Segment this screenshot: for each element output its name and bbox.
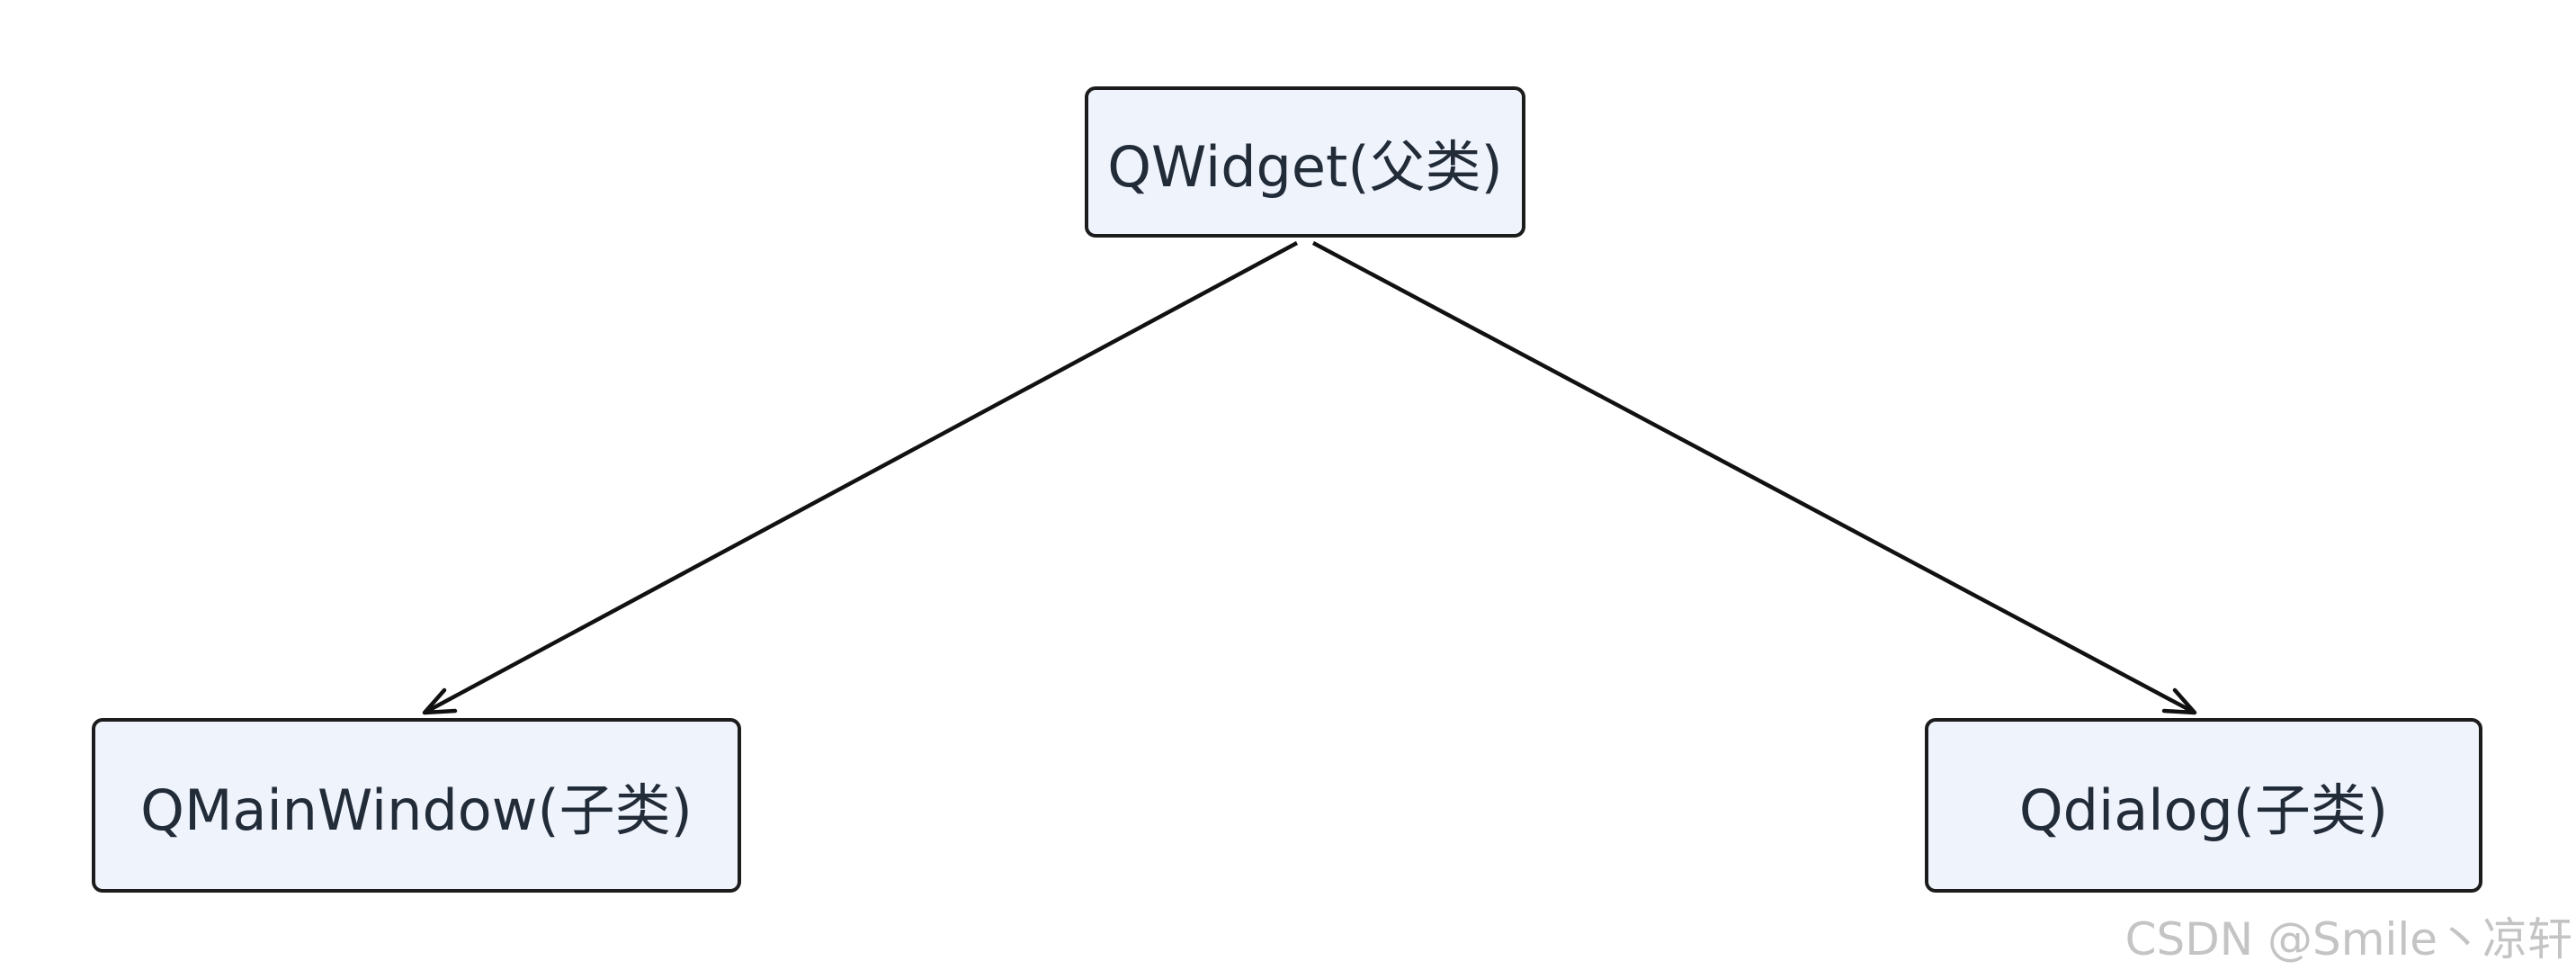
node-qdialog-label: Qdialog(子类) [2018, 777, 2389, 843]
arrowhead-left-icon [422, 687, 458, 715]
node-qmainwindow-label: QMainWindow(子类) [140, 777, 693, 843]
edge-parent-to-right-child [1311, 241, 2196, 714]
node-qmainwindow-child: QMainWindow(子类) [92, 718, 741, 893]
node-qwidget-parent: QWidget(父类) [1085, 86, 1525, 238]
node-qdialog-child: Qdialog(子类) [1925, 718, 2482, 893]
node-qwidget-label: QWidget(父类) [1107, 134, 1503, 200]
edge-parent-to-left-child [423, 241, 1299, 714]
csdn-watermark: CSDN @Smile丶凉轩 [2124, 913, 2572, 966]
arrowhead-right-icon [2161, 687, 2197, 715]
